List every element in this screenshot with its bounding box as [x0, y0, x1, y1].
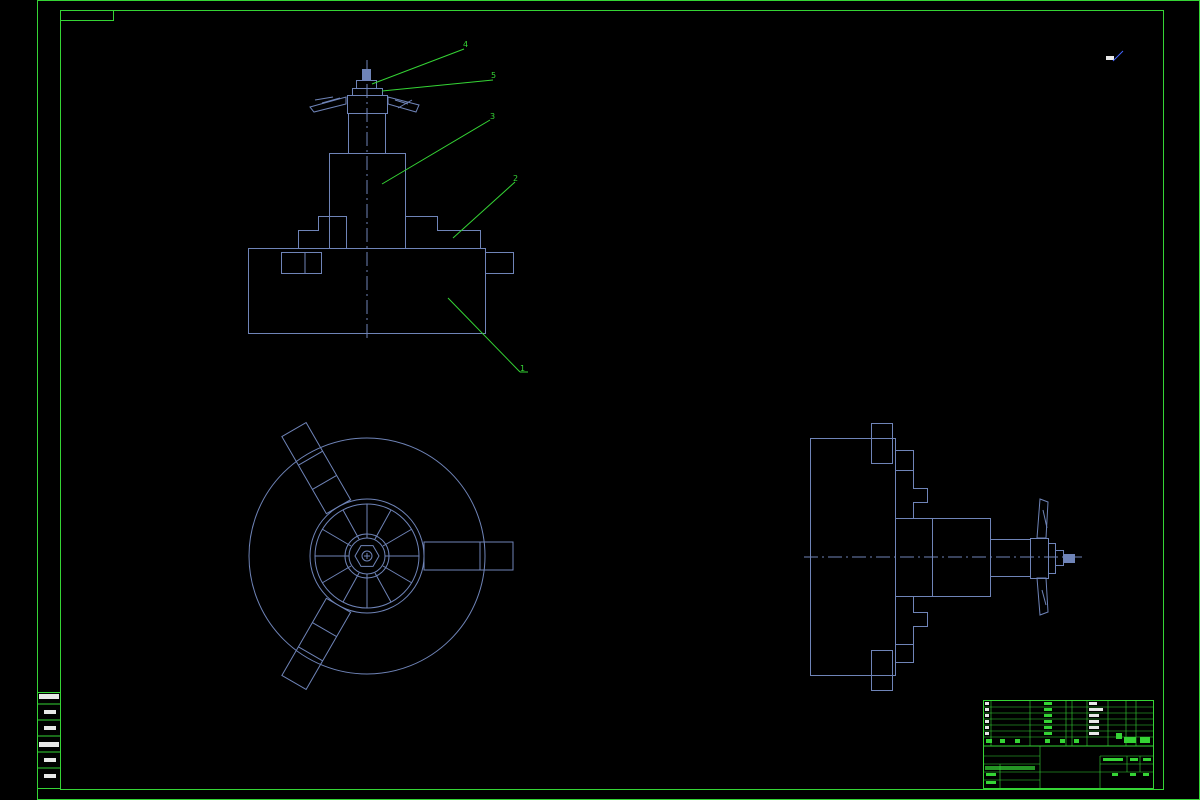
corner-label-box [60, 10, 114, 21]
top-view [248, 421, 514, 691]
balloon-3: 3 [490, 112, 495, 121]
title-block [983, 700, 1154, 789]
balloon-4: 4 [463, 40, 468, 49]
balloon-leaders [371, 48, 528, 373]
roughness-mark [1106, 50, 1124, 62]
outer-frame [37, 0, 1200, 800]
left-margin-table [37, 692, 61, 789]
balloon-1: 1 [520, 364, 525, 373]
front-view [248, 60, 514, 340]
inner-frame [60, 10, 1164, 790]
balloon-5: 5 [491, 71, 496, 80]
side-view [804, 423, 1082, 691]
balloon-2: 2 [513, 174, 518, 183]
